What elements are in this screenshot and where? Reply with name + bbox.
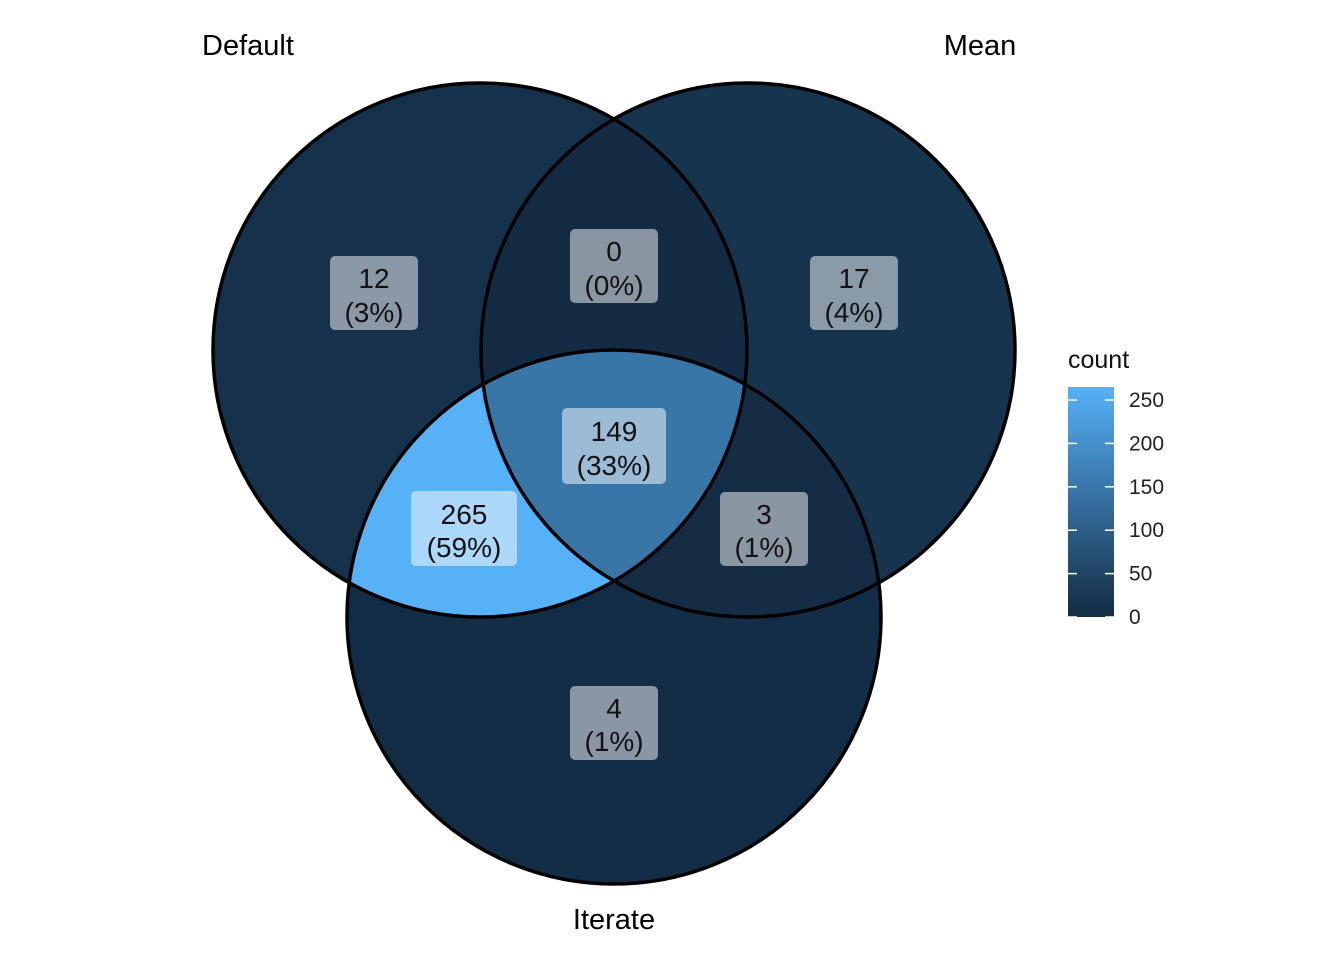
set-circle-default (211, 81, 749, 619)
legend-tick-label: 100 (1129, 519, 1164, 542)
region-percent: (4%) (824, 297, 883, 328)
legend-title: count (1068, 346, 1129, 374)
set-label-iterate: Iterate (573, 904, 655, 936)
legend-ticks: 0 50 100 150 200 250 (1068, 389, 1164, 629)
legend-tick-label: 50 (1129, 563, 1152, 586)
set-circle-iterate (345, 348, 883, 886)
set-label-default: Default (202, 30, 294, 62)
region-count: 3 (756, 499, 772, 530)
region-count: 12 (358, 263, 389, 294)
region-count: 4 (606, 693, 622, 724)
set-label-mean: Mean (944, 30, 1017, 62)
region-percent: (1%) (734, 532, 793, 563)
color-legend: count 0 50 100 150 200 250 (1068, 346, 1164, 629)
region-default-iterate (347, 350, 747, 617)
legend-tick-label: 0 (1129, 606, 1141, 629)
region-percent: (3%) (344, 297, 403, 328)
set-outlines (211, 81, 1017, 886)
region-mean-iterate (481, 350, 881, 617)
legend-tick-label: 200 (1129, 432, 1164, 455)
set-circle-mean (479, 81, 1017, 619)
region-count: 17 (838, 263, 869, 294)
region-percent: (0%) (584, 270, 643, 301)
region-label-default-only: 12 (3%) (330, 256, 418, 330)
region-label-mean-iterate: 3 (1%) (720, 492, 808, 566)
region-label-default-iterate: 265 (59%) (411, 491, 517, 566)
region-count: 149 (591, 416, 638, 447)
region-label-default-mean: 0 (0%) (570, 229, 658, 303)
legend-tick-label: 250 (1129, 389, 1164, 412)
region-count: 265 (441, 499, 488, 530)
legend-colorbar (1068, 387, 1114, 617)
region-label-mean-only: 17 (4%) (810, 256, 898, 330)
region-labels: 12 (3%) 0 (0%) 17 (4%) 149 (33%) 265 (59… (330, 229, 898, 760)
legend-tick-label: 150 (1129, 476, 1164, 499)
region-label-iterate-only: 4 (1%) (570, 686, 658, 760)
region-percent: (59%) (427, 532, 502, 563)
region-count: 0 (606, 236, 622, 267)
region-label-all-three: 149 (33%) (562, 408, 666, 484)
region-percent: (1%) (584, 726, 643, 757)
region-percent: (33%) (577, 450, 652, 481)
